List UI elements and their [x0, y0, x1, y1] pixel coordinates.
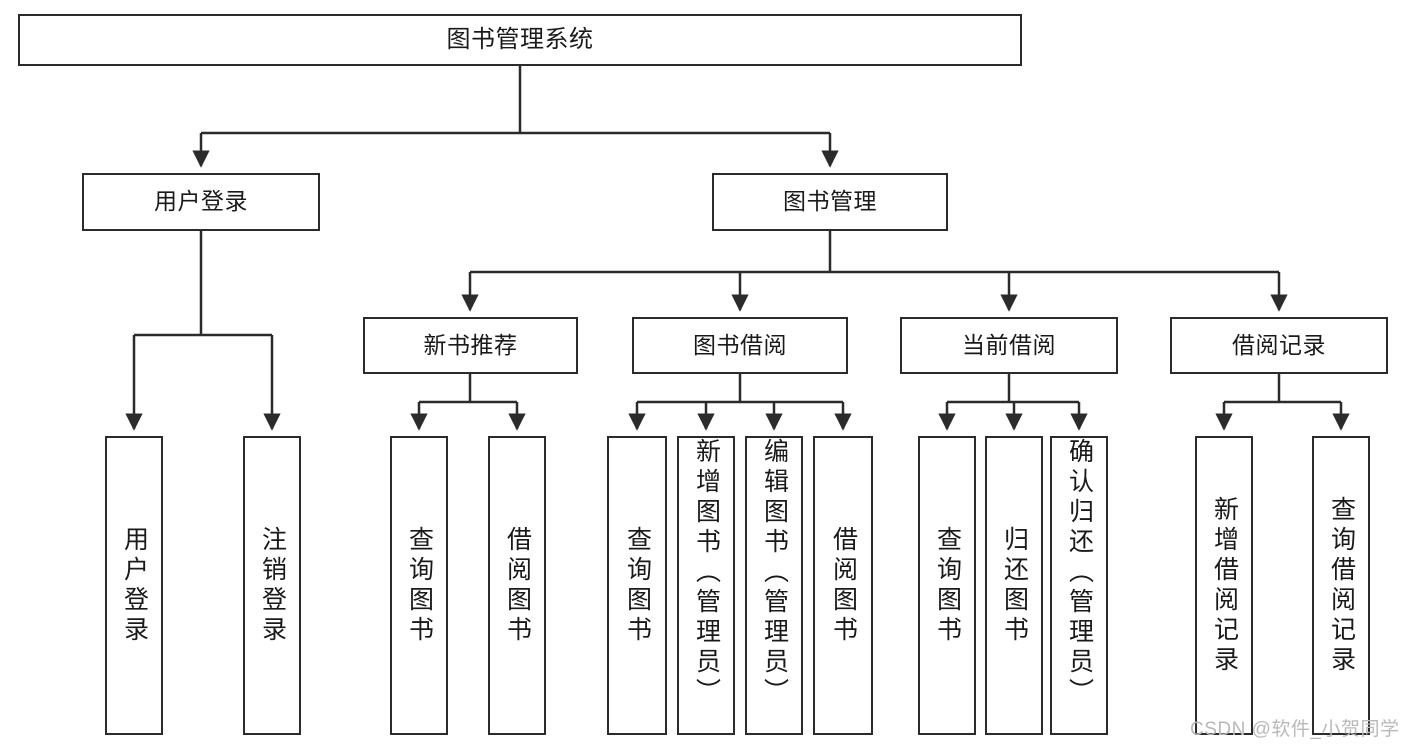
- node-leaf-logout-login[interactable]: 注销登录: [243, 436, 301, 735]
- node-borrow-record[interactable]: 借阅记录: [1170, 317, 1388, 374]
- node-leaf-user-login-label: 用户登录: [120, 525, 149, 646]
- node-current-borrow[interactable]: 当前借阅: [900, 317, 1118, 374]
- node-leaf-add-borrow-record[interactable]: 新增借阅记录: [1195, 436, 1253, 735]
- node-leaf-borrow-book-2-label: 借阅图书: [829, 525, 858, 646]
- node-current-borrow-label: 当前借阅: [962, 331, 1056, 358]
- node-leaf-query-borrow-record[interactable]: 查询借阅记录: [1312, 436, 1370, 735]
- node-leaf-borrow-book-2[interactable]: 借阅图书: [813, 436, 873, 735]
- node-leaf-confirm-return-admin-label: 确认归还（管理员）: [1065, 438, 1094, 708]
- node-leaf-query-book-1-label: 查询图书: [405, 525, 434, 646]
- node-new-book-recommend[interactable]: 新书推荐: [363, 317, 578, 374]
- node-leaf-add-borrow-record-label: 新增借阅记录: [1210, 495, 1239, 676]
- node-leaf-query-book-1[interactable]: 查询图书: [390, 436, 448, 735]
- node-leaf-query-book-3-label: 查询图书: [933, 525, 962, 646]
- node-book-manage[interactable]: 图书管理: [712, 173, 948, 231]
- node-leaf-logout-login-label: 注销登录: [258, 525, 287, 646]
- node-leaf-query-book-2[interactable]: 查询图书: [607, 436, 667, 735]
- node-root[interactable]: 图书管理系统: [18, 14, 1022, 66]
- node-book-borrow-label: 图书借阅: [693, 331, 787, 358]
- node-leaf-add-book-admin[interactable]: 新增图书（管理员）: [677, 436, 735, 735]
- node-leaf-query-book-3[interactable]: 查询图书: [918, 436, 976, 735]
- csdn-watermark: CSDN @软件_小贺同学: [1190, 719, 1400, 740]
- node-user-login-label: 用户登录: [154, 188, 248, 215]
- node-leaf-edit-book-admin-label: 编辑图书（管理员）: [760, 438, 789, 708]
- node-leaf-user-login[interactable]: 用户登录: [105, 436, 163, 735]
- node-leaf-edit-book-admin[interactable]: 编辑图书（管理员）: [745, 436, 803, 735]
- node-leaf-return-book-label: 归还图书: [1000, 525, 1029, 646]
- node-leaf-query-book-2-label: 查询图书: [623, 525, 652, 646]
- node-book-borrow[interactable]: 图书借阅: [632, 317, 848, 374]
- node-leaf-borrow-book-1[interactable]: 借阅图书: [488, 436, 546, 735]
- node-leaf-borrow-book-1-label: 借阅图书: [503, 525, 532, 646]
- node-borrow-record-label: 借阅记录: [1232, 331, 1326, 358]
- node-new-book-recommend-label: 新书推荐: [423, 331, 518, 358]
- node-leaf-return-book[interactable]: 归还图书: [985, 436, 1043, 735]
- node-user-login[interactable]: 用户登录: [82, 173, 320, 231]
- node-leaf-confirm-return-admin[interactable]: 确认归还（管理员）: [1050, 436, 1108, 735]
- node-leaf-query-borrow-record-label: 查询借阅记录: [1327, 495, 1356, 676]
- node-root-label: 图书管理系统: [446, 25, 594, 53]
- node-leaf-add-book-admin-label: 新增图书（管理员）: [692, 438, 721, 708]
- node-book-manage-label: 图书管理: [783, 188, 877, 215]
